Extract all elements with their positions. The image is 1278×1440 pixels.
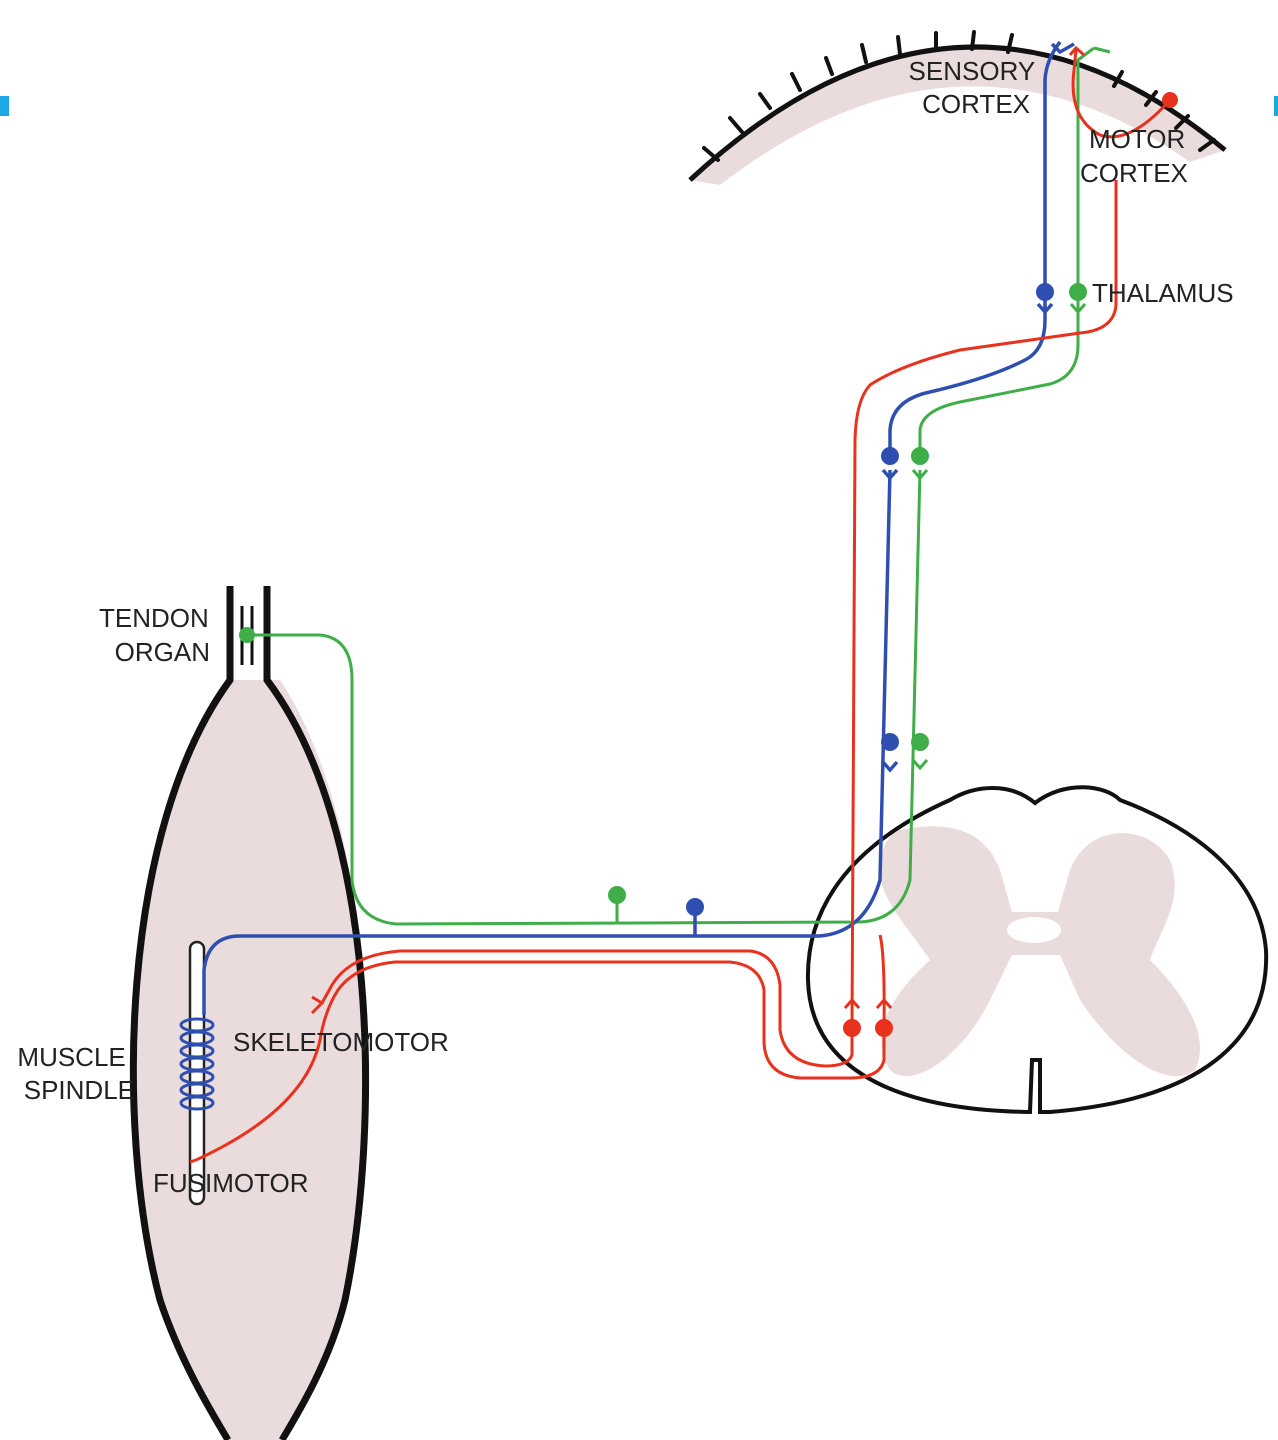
green-branch-dot xyxy=(608,886,626,904)
motor-neuron-dot-right xyxy=(875,1019,893,1037)
thalamus-label: THALAMUS xyxy=(1092,278,1234,308)
tendon-organ-label: TENDON ORGAN xyxy=(99,603,216,667)
muscle-spindle-label: MUSCLE SPINDLE xyxy=(17,1042,135,1105)
muscle-spindle-capsule xyxy=(190,942,204,1204)
muscle xyxy=(133,586,366,1440)
tendon-organ-receptor-dot xyxy=(239,627,255,643)
central-canal xyxy=(1007,917,1061,943)
motor-cortex-label: MOTOR CORTEX xyxy=(1080,124,1193,188)
blue-dot-lower-relay xyxy=(881,733,899,751)
spinal-cord-cross-section xyxy=(808,787,1266,1112)
green-dot-thalamus xyxy=(1069,283,1087,301)
left-edge-marker xyxy=(0,96,9,116)
blue-dot-upper-relay xyxy=(881,447,899,465)
green-dot-upper-relay xyxy=(911,447,929,465)
motor-neuron-dot-left xyxy=(843,1019,861,1037)
fusimotor-label: FUSIMOTOR xyxy=(153,1168,309,1198)
motor-cortex-cell-dot xyxy=(1162,92,1178,108)
green-dot-lower-relay xyxy=(911,733,929,751)
blue-dot-thalamus xyxy=(1036,283,1054,301)
right-edge-marker xyxy=(1274,96,1278,116)
skeletomotor-label: SKELETOMOTOR xyxy=(233,1027,449,1057)
blue-branch-dot xyxy=(686,898,704,916)
